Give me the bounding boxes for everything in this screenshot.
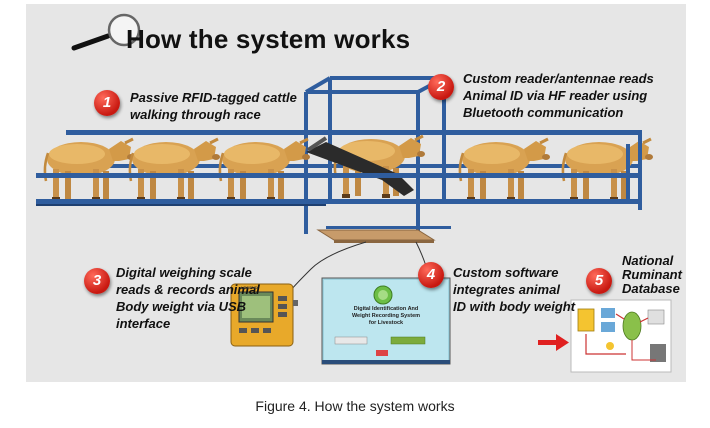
diagram-panel: How the system works 1 Passive RFID-tagg… (26, 4, 686, 382)
cattle-2 (128, 137, 222, 203)
figure-caption: Figure 4. How the system works (255, 398, 455, 414)
step-1-badge: 1 (94, 90, 120, 116)
cattle-5 (458, 137, 552, 203)
step-2-badge: 2 (428, 74, 454, 100)
cattle-1 (43, 137, 137, 203)
cattle-3 (218, 137, 312, 203)
rfid-antenna (306, 136, 414, 196)
step-3-badge: 3 (84, 268, 110, 294)
weighing-platform (316, 229, 436, 243)
system-illustration (36, 13, 672, 373)
magnifier-icon (71, 13, 141, 51)
step-5-badge: 5 (586, 268, 612, 294)
software-screen-title: Digital Identification And Weight Record… (351, 306, 421, 326)
race-rails-front (36, 130, 642, 229)
weighing-indicator-device (230, 283, 298, 347)
database-diagram (570, 299, 672, 373)
software-monitor (321, 277, 451, 365)
database-arrow-icon (538, 334, 569, 351)
diagram-title: How the system works (126, 24, 411, 54)
step-4-badge: 4 (418, 262, 444, 288)
device-brand-label: LEGEND (241, 285, 258, 290)
